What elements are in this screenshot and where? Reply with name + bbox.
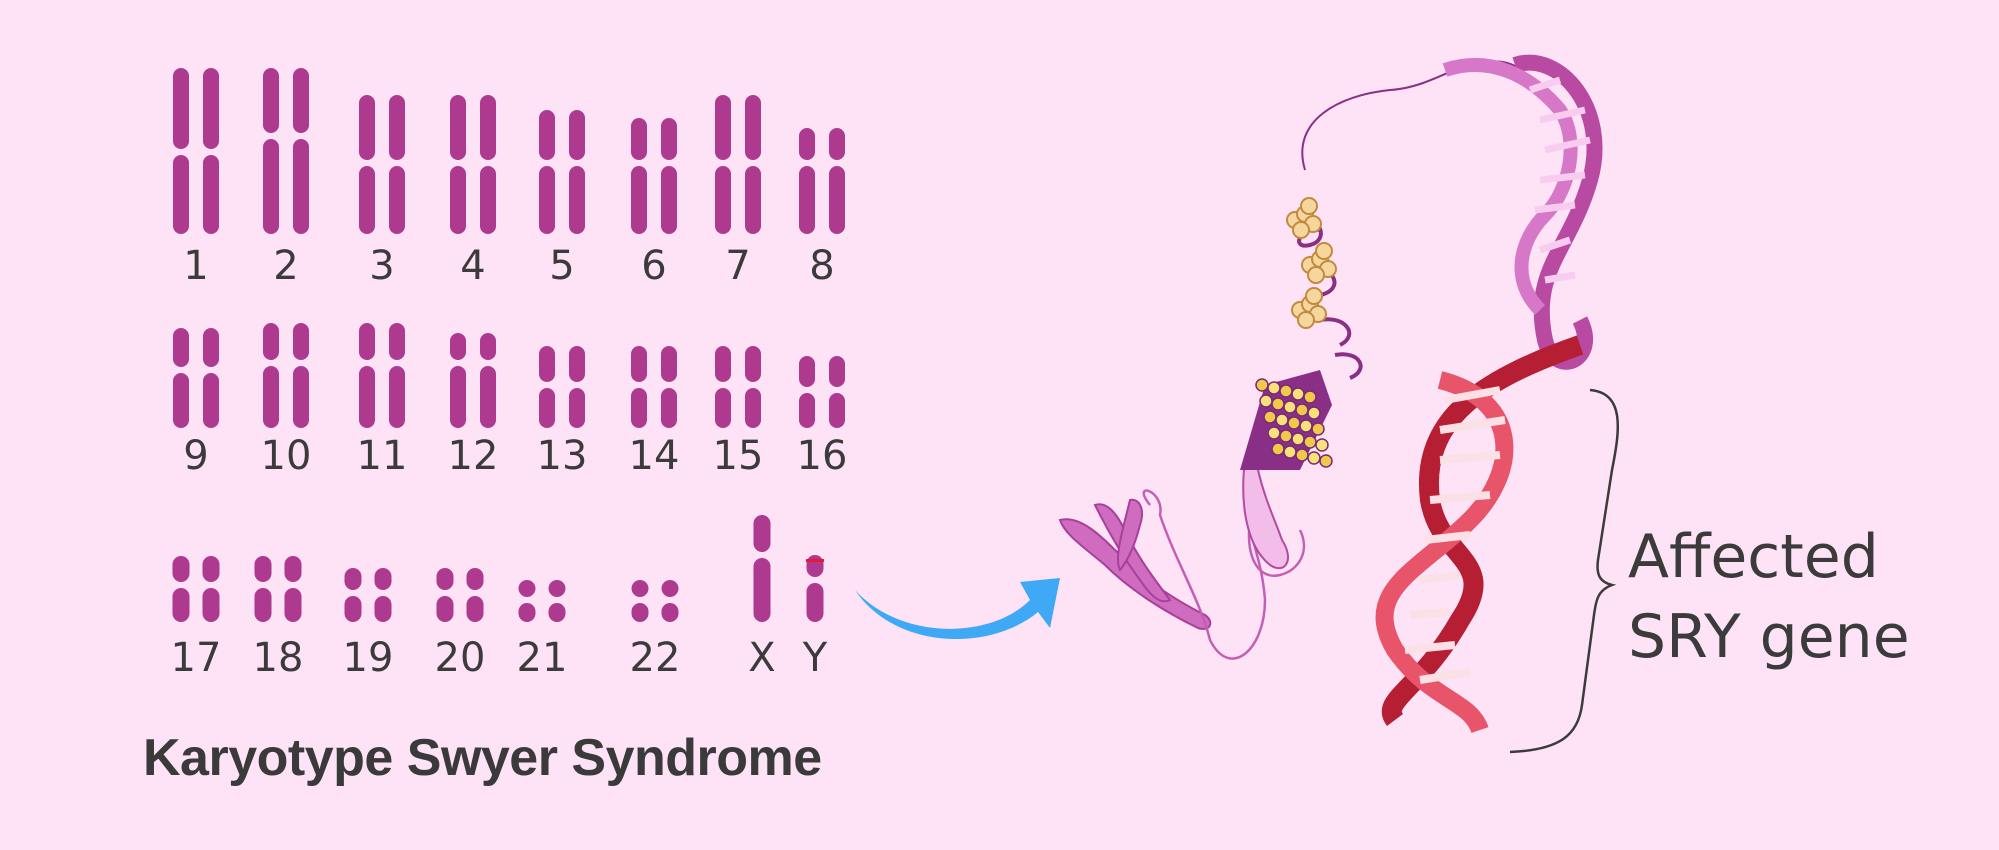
lower-dna-helix	[1375, 335, 1584, 734]
nucleosome-beads	[1255, 378, 1333, 468]
blue-arrow	[855, 578, 1060, 640]
chromosome-label-2: 2	[273, 243, 299, 289]
annotation-line-1: Affected	[1628, 522, 1879, 592]
chromosome-label-5: 5	[549, 243, 575, 289]
chromosome-16	[799, 356, 845, 428]
diagram-title: Karyotype Swyer Syndrome	[143, 729, 822, 787]
chromosome-label-22: 22	[629, 635, 681, 681]
chromosome-7	[715, 95, 761, 234]
chromosome-21	[518, 580, 566, 622]
chromosome-label-6: 6	[641, 243, 667, 289]
condensed-chromosome	[1058, 498, 1212, 630]
chromosome-14	[631, 346, 677, 428]
chromosome-label-3: 3	[369, 243, 395, 289]
annotation-line-2: SRY gene	[1628, 602, 1910, 672]
chromosome-15	[715, 346, 761, 428]
sry-mark	[806, 559, 824, 562]
chromosome-18	[254, 556, 302, 622]
chromosome-label-15: 15	[712, 433, 764, 479]
chromosome-label-10: 10	[260, 433, 312, 479]
chromosome-20	[436, 568, 484, 622]
chromosome-X	[753, 515, 771, 622]
curly-brace	[1509, 388, 1620, 754]
chromatin-fiber	[1240, 370, 1332, 570]
chromosome-10	[263, 323, 309, 428]
chromosome-label-9: 9	[183, 433, 209, 479]
chromosome-label-X: X	[748, 635, 776, 681]
chromosome-9	[173, 328, 219, 428]
chromosome-19	[344, 568, 392, 622]
chromosome-set	[172, 68, 845, 622]
dna-thread	[1301, 60, 1521, 171]
chromosome-5	[539, 110, 585, 234]
chromosome-22	[631, 580, 679, 622]
chromosome-label-7: 7	[725, 243, 751, 289]
chromosome-17	[172, 556, 220, 622]
chromosome-label-14: 14	[628, 433, 680, 479]
chromosome-2	[263, 68, 309, 234]
upper-dna-helix	[1442, 54, 1603, 370]
chromosome-6	[631, 118, 677, 234]
chromosome-label-12: 12	[447, 433, 499, 479]
chromosome-label-17: 17	[170, 635, 222, 681]
histone-clusters	[1286, 197, 1337, 329]
chromosome-13	[539, 346, 585, 428]
chromosome-label-18: 18	[252, 635, 304, 681]
chromosome-4	[450, 95, 496, 234]
chromosome-label-16: 16	[796, 433, 848, 479]
chromosome-label-21: 21	[516, 635, 568, 681]
chromosome-3	[359, 95, 405, 234]
chromosome-label-19: 19	[342, 635, 394, 681]
sry-annotation: Affected SRY gene	[1628, 517, 1910, 677]
thin-thread	[1142, 489, 1306, 660]
chromosome-11	[359, 323, 405, 428]
chromosome-label-20: 20	[434, 635, 486, 681]
chromosome-8	[799, 128, 845, 234]
chromosome-label-8: 8	[809, 243, 835, 289]
chromosome-label-Y: Y	[802, 635, 828, 681]
chromosome-label-13: 13	[536, 433, 588, 479]
chromosome-label-1: 1	[183, 243, 209, 289]
chromosome-Y	[806, 555, 824, 622]
chromosome-label-11: 11	[356, 433, 408, 479]
chromosome-12	[450, 333, 496, 428]
chromosome-1	[173, 68, 219, 234]
chromosome-label-4: 4	[460, 243, 486, 289]
